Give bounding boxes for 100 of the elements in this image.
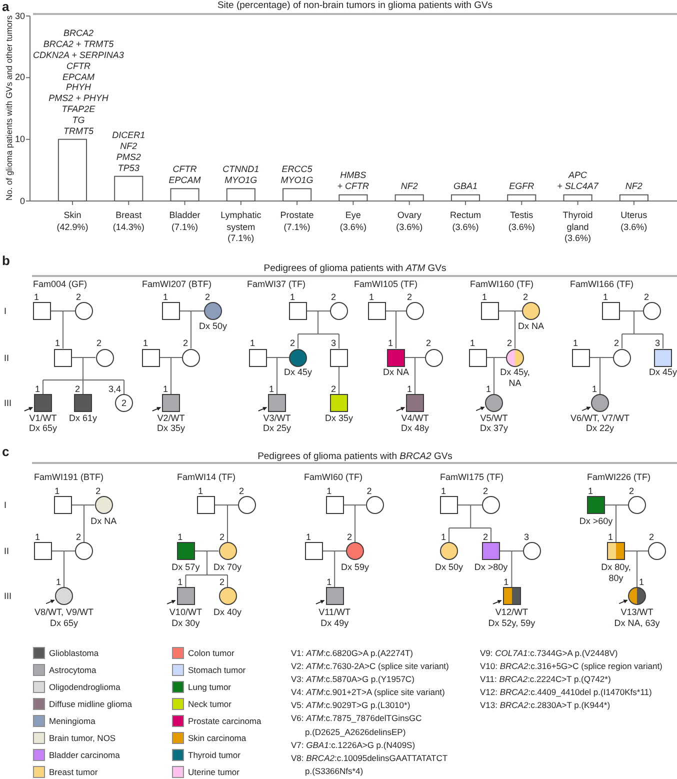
variant-note: V5: ATM:c.9029T>G p.(L3010*) bbox=[291, 699, 410, 712]
individual-number: 1 bbox=[162, 292, 168, 302]
family-line bbox=[266, 357, 290, 394]
individual-annotation: Dx 65y bbox=[29, 423, 57, 434]
individual-number: 2 bbox=[426, 338, 431, 348]
family-label: FamWI226 (TF) bbox=[587, 472, 651, 482]
individual-number: 1 bbox=[178, 576, 183, 586]
family-line bbox=[486, 357, 506, 394]
legend-label: Glioblastoma bbox=[49, 648, 99, 658]
individual-number: 1 bbox=[56, 576, 61, 586]
family-line bbox=[624, 550, 648, 588]
chart-title: Site (percentage) of non-brain tumors in glioma patients with GVs bbox=[217, 0, 493, 11]
category-label: Eye (3.6%) bbox=[340, 210, 366, 233]
individual-annotation: Dx 80y, 80y bbox=[600, 562, 632, 583]
tick-label: 0 bbox=[20, 196, 25, 206]
family-line bbox=[298, 310, 340, 349]
gene-label: TP53 bbox=[118, 162, 140, 174]
family-line bbox=[500, 550, 524, 588]
individual-annotation: Dx 59y bbox=[341, 562, 369, 572]
family-line bbox=[448, 504, 492, 542]
family-line bbox=[322, 550, 346, 588]
legend-label: Bladder carcinoma bbox=[49, 750, 120, 760]
generation-label: III bbox=[4, 591, 12, 601]
individual-annotation: Dx 49y bbox=[320, 618, 349, 628]
legend-label: Skin carcinoma bbox=[188, 732, 246, 743]
family-label: FamWI175 (TF) bbox=[440, 472, 504, 482]
individual-annotation: Dx NA bbox=[90, 516, 117, 526]
family-line bbox=[620, 310, 664, 349]
individual-number: 2 bbox=[614, 338, 619, 348]
individual-annotation: Dx 61y bbox=[69, 412, 97, 423]
individual-annotation: Dx 35y bbox=[325, 412, 353, 423]
individual-annotation: Dx NA, 63y bbox=[614, 618, 660, 628]
individual-number: 1 bbox=[250, 338, 255, 348]
legend-label: Astrocytoma bbox=[49, 665, 96, 676]
family-line bbox=[52, 550, 76, 588]
gene-label: NF2 bbox=[625, 181, 642, 192]
individual-number: 3,4 bbox=[108, 384, 121, 394]
gene-label: MYO1G bbox=[224, 174, 258, 186]
individual-number: 1 bbox=[504, 576, 509, 586]
individual-number: 1 bbox=[368, 292, 374, 302]
individual-annotation: Dx 50y bbox=[435, 562, 463, 572]
individual-annotation: Dx 25y bbox=[263, 423, 291, 434]
individual-number: 1 bbox=[326, 486, 332, 496]
category-label: Bladder (7.1%) bbox=[169, 210, 200, 233]
family-line bbox=[214, 504, 238, 542]
variant-note: V10: BRCA2:c.316+5G>C (splice region variant) bbox=[480, 660, 662, 673]
category-label: Testis (3.6%) bbox=[508, 210, 535, 233]
individual-annotation: Dx 22y bbox=[586, 423, 614, 434]
variant-note: V1: ATM:c.6820G>A p.(A2274T) bbox=[291, 646, 413, 660]
family-label: FamWI105 (TF) bbox=[354, 279, 418, 289]
individual-annotation: Dx 45y, NA bbox=[500, 367, 530, 388]
panel-letter: c bbox=[2, 445, 10, 458]
generation-label: III bbox=[4, 398, 12, 408]
individual-number: 1 bbox=[602, 292, 608, 302]
family-line bbox=[386, 310, 406, 349]
individual-annotation: Dx >60y bbox=[579, 516, 613, 526]
family-label: FamWI60 (TF) bbox=[304, 472, 362, 482]
family-line bbox=[404, 357, 426, 394]
legend-label: Stomach tumor bbox=[188, 665, 246, 676]
gene-label: PHYH bbox=[66, 82, 91, 94]
proband-arrow bbox=[24, 406, 34, 412]
individual-number: 3 bbox=[654, 338, 660, 348]
individual-number: 1 bbox=[54, 338, 60, 348]
individual-number: 1 bbox=[608, 532, 613, 542]
variant-note: V11: BRCA2:c.2224C>T p.(Q742*) bbox=[480, 673, 611, 686]
individual-annotation: Dx 45y bbox=[649, 367, 677, 378]
individual-number: 2 bbox=[219, 532, 224, 542]
family-label: FamWI191 (BTF) bbox=[34, 472, 104, 482]
legend-label: Lung tumor bbox=[188, 682, 231, 692]
legend-label: Brain tumor, NOS bbox=[49, 732, 116, 743]
gene-label: EPCAM bbox=[62, 72, 94, 82]
symbol-label: 2 bbox=[122, 398, 126, 408]
family-line bbox=[180, 310, 204, 349]
legend-label: Diffuse midline glioma bbox=[49, 699, 132, 709]
family-label: FamWI207 (BTF) bbox=[142, 279, 212, 289]
proband-arrow bbox=[152, 406, 162, 412]
individual-number: 2 bbox=[96, 486, 101, 496]
gene-label: NF2 bbox=[120, 140, 138, 152]
individual-number: 1 bbox=[34, 292, 39, 302]
individual-number: 1 bbox=[34, 532, 40, 542]
individual-number: 2 bbox=[238, 486, 244, 496]
individual-number: 1 bbox=[588, 486, 593, 496]
individual-number: 1 bbox=[34, 384, 40, 394]
panel-letter: a bbox=[2, 0, 10, 13]
category-label: Rectum (3.6%) bbox=[450, 210, 481, 233]
family-line bbox=[160, 357, 182, 394]
variant-note: V9: COL7A1:c.7344G>A p.(V2448V) bbox=[480, 646, 618, 660]
individual-annotation: V4/WT bbox=[401, 412, 429, 423]
individual-number: 1 bbox=[470, 338, 475, 348]
variant-note: V12: BRCA2:c.4409_4410del p.(I1470Kfs*11) bbox=[480, 686, 652, 700]
individual-annotation: V1/WT bbox=[29, 412, 57, 423]
individual-number: 2 bbox=[96, 338, 102, 348]
individual-number: 1 bbox=[440, 486, 446, 496]
proband-arrow bbox=[258, 406, 268, 412]
individual-annotation: Dx NA bbox=[383, 367, 409, 378]
individual-number: 2 bbox=[330, 384, 336, 394]
gene-label: HMBS + CFTR bbox=[337, 170, 370, 192]
individual-annotation: V6/WT, V7/WT bbox=[570, 412, 630, 423]
family-label: FamWI14 (TF) bbox=[177, 472, 236, 482]
gene-label: BRCA2 bbox=[63, 28, 94, 40]
